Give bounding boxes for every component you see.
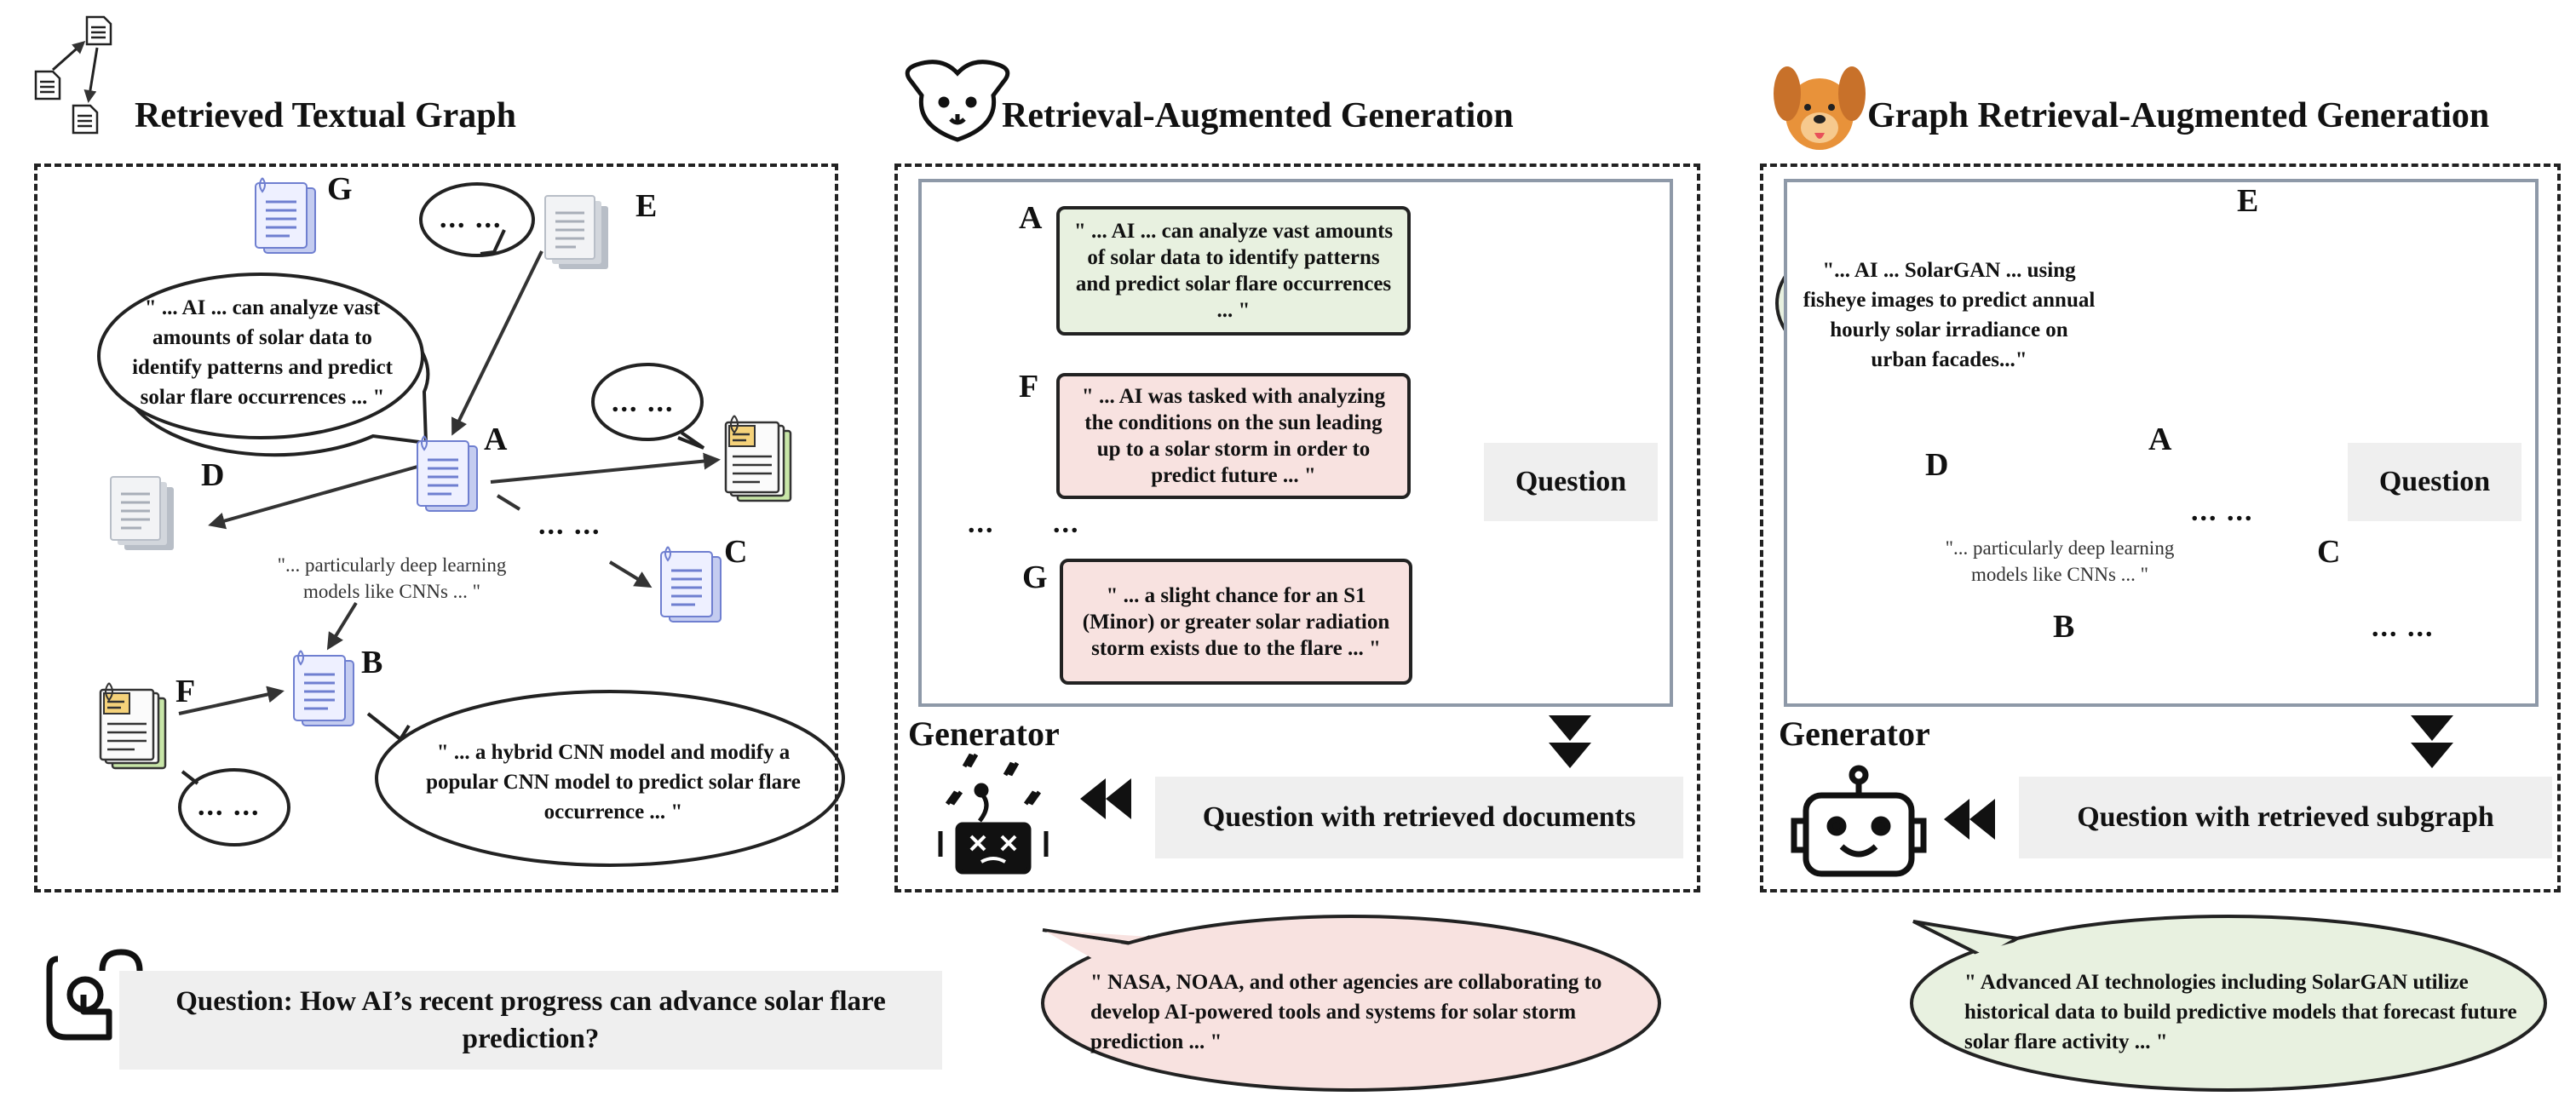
left-panel-title: Retrieved Textual Graph (135, 96, 516, 135)
right-small-bubble-text: ... ... (2372, 611, 2435, 643)
mid-generator-label: Generator (908, 714, 1060, 753)
mid-ellipsis-1: ... (968, 508, 995, 539)
right-result-box: Question with retrieved subgraph (2019, 777, 2552, 858)
mid-doc-g-label: G (1022, 560, 1048, 595)
left-node-c-label: C (724, 534, 748, 570)
left-node-e-label: E (635, 188, 658, 224)
left-bubble-a-text: " ... AI ... can analyze vast amounts of… (132, 296, 393, 409)
right-node-d-label: D (1925, 447, 1949, 483)
left-node-d-label: D (201, 457, 225, 493)
right-node-c-label: C (2317, 534, 2341, 570)
right-left-arrow-icon (1944, 799, 1995, 840)
left-edge-ellipsis: ... ... (538, 509, 601, 541)
mid-doc-a-card: " ... AI ... can analyze vast amounts of… (1056, 206, 1411, 336)
right-panel-frame (1760, 164, 2561, 892)
mid-down-arrow-icon (1549, 715, 1591, 768)
left-edge-label-ab: "... particularly deep learning models l… (277, 554, 507, 602)
mid-answer-text: " NASA, NOAA, and other agencies are col… (1090, 971, 1602, 1053)
left-panel-frame (34, 164, 838, 892)
right-edge-ellipsis: ... ... (2191, 496, 2254, 527)
left-small-bubble-clip-text: ... ... (612, 387, 675, 418)
middle-panel-title: Retrieval-Augmented Generation (1002, 96, 1514, 135)
mid-question-box: Question (1484, 443, 1658, 521)
left-node-a-label: A (484, 422, 508, 457)
left-graph-edges (178, 250, 721, 715)
middle-panel-frame (894, 164, 1700, 892)
left-node-b-label: B (361, 645, 383, 680)
mid-doc-g-card: " ... a slight chance for an S1 (Minor) … (1060, 559, 1412, 685)
mid-left-arrow-icon (1080, 778, 1131, 819)
broken-robot-icon (938, 753, 1049, 875)
mid-ellipsis-2: ... (1053, 508, 1080, 539)
left-small-bubble-e-text: ... ... (440, 203, 503, 234)
mid-doc-f-card: " ... AI was tasked with analyzing the c… (1056, 373, 1411, 499)
question-bar-text: Question: How AI’s recent progress can a… (175, 986, 886, 1054)
right-down-arrow-icon (2411, 715, 2453, 768)
mid-result-box: Question with retrieved documents (1155, 777, 1683, 858)
graph-header-icon (34, 15, 112, 135)
right-node-a-label: A (2148, 422, 2172, 457)
happy-robot-icon (1791, 765, 1927, 877)
dog-outline-icon (905, 60, 1010, 142)
right-node-e-label: E (2237, 183, 2259, 219)
right-edge-label-ab: "... particularly deep learning models l… (1945, 537, 2175, 585)
right-question-box: Question (2348, 443, 2521, 521)
question-bar: Question: How AI’s recent progress can a… (119, 971, 942, 1070)
mid-doc-a-label: A (1019, 200, 1043, 236)
left-bubble-b-text: " ... a hybrid CNN model and modify a po… (426, 741, 801, 823)
left-node-g-label: G (327, 171, 353, 207)
right-bubble-e-text: "... AI ... SolarGAN ... using fisheye i… (1803, 259, 2096, 371)
right-node-b-label: B (2053, 609, 2075, 645)
mid-doc-f-label: F (1019, 369, 1039, 405)
left-node-f-label: F (175, 674, 196, 709)
right-answer-text: " Advanced AI technologies including Sol… (1964, 971, 2517, 1053)
right-panel-title: Graph Retrieval-Augmented Generation (1867, 96, 2490, 135)
left-small-bubble-f-text: ... ... (198, 790, 261, 822)
right-generator-label: Generator (1779, 714, 1930, 753)
dog-color-icon (1774, 66, 1866, 150)
